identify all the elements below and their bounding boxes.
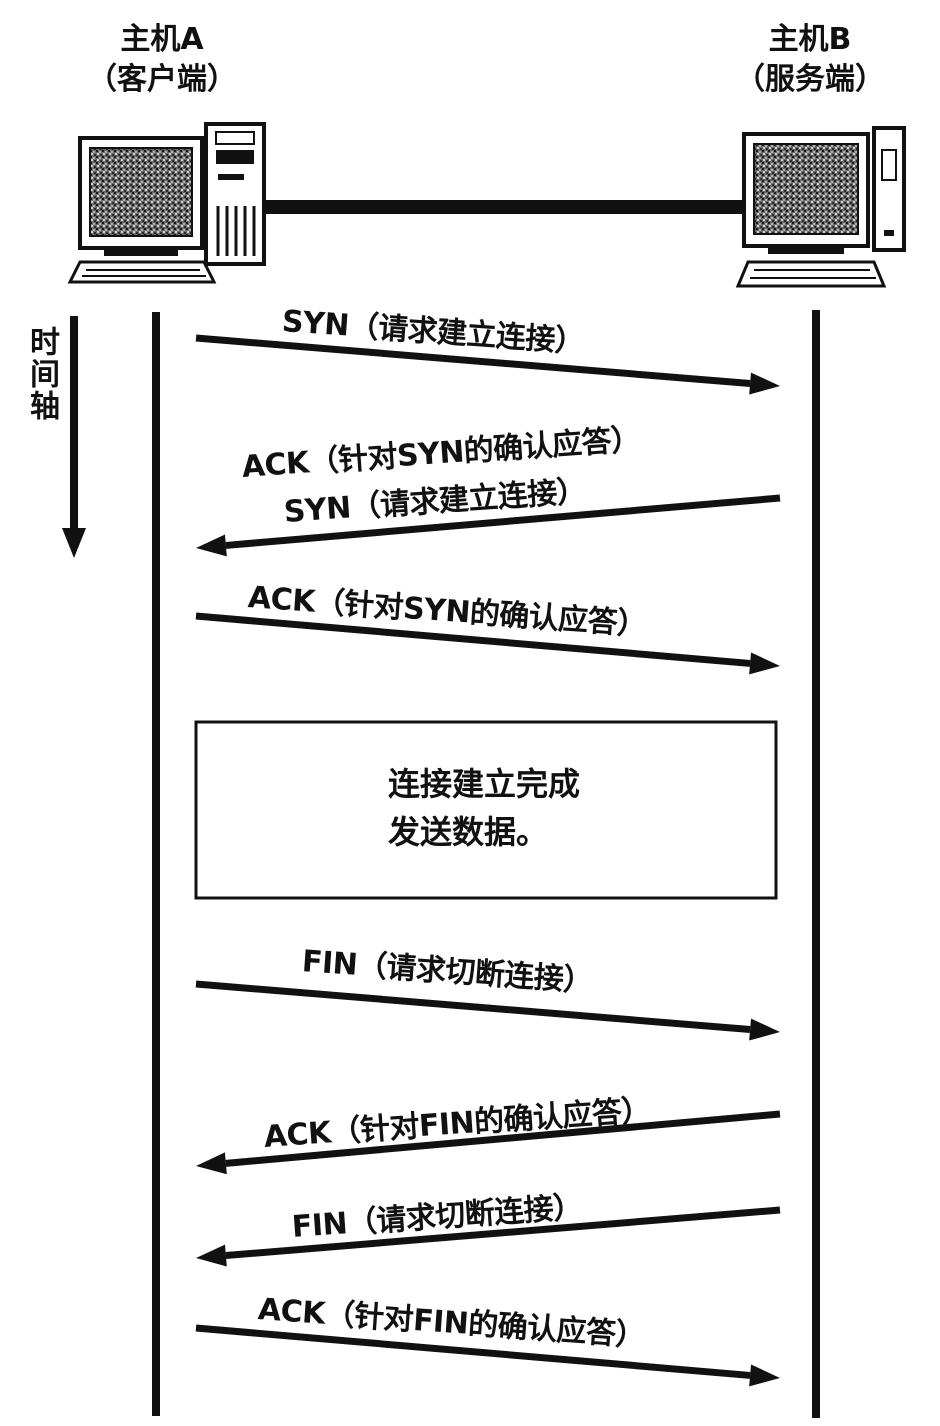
time-axis-label: 时间轴 — [24, 326, 59, 422]
host-a-name: 主机A — [120, 22, 204, 57]
message-arrow-line — [225, 1206, 781, 1260]
network-cable — [264, 200, 746, 214]
host-a-title: 主机A （客户端） — [42, 20, 282, 100]
message-arrow-line — [195, 980, 751, 1034]
message-arrows — [195, 334, 781, 1387]
message-arrow-line — [195, 1324, 751, 1379]
message-arrow-head — [749, 1364, 780, 1387]
host-b-role: （服务端） — [735, 62, 885, 97]
message-arrow-head — [196, 1152, 227, 1175]
message-arrow-head — [749, 652, 780, 675]
message-arrow-head — [196, 1244, 227, 1267]
data-transfer-line-1: 连接建立完成 — [388, 765, 581, 803]
data-transfer-text: 连接建立完成 发送数据。 — [388, 760, 580, 856]
data-transfer-line-2: 发送数据。 — [388, 813, 549, 851]
time-axis-arrow — [62, 316, 86, 558]
message-arrow-head — [749, 1018, 780, 1041]
host-a-lifeline — [152, 312, 160, 1416]
host-a-role: （客户端） — [87, 62, 237, 97]
host-b-title: 主机B （服务端） — [690, 20, 930, 100]
message-arrow-head — [749, 372, 780, 395]
message-arrow-line — [195, 612, 751, 667]
data-transfer-box — [194, 720, 778, 900]
host-b-computer-icon — [735, 126, 906, 288]
message-arrow-head — [196, 534, 227, 557]
host-b-name: 主机B — [768, 22, 852, 57]
message-arrow-line — [225, 1110, 781, 1167]
message-arrow-line — [195, 334, 751, 388]
host-b-lifeline — [812, 310, 820, 1418]
host-a-computer-icon — [67, 122, 266, 284]
message-arrow-line — [225, 494, 781, 549]
